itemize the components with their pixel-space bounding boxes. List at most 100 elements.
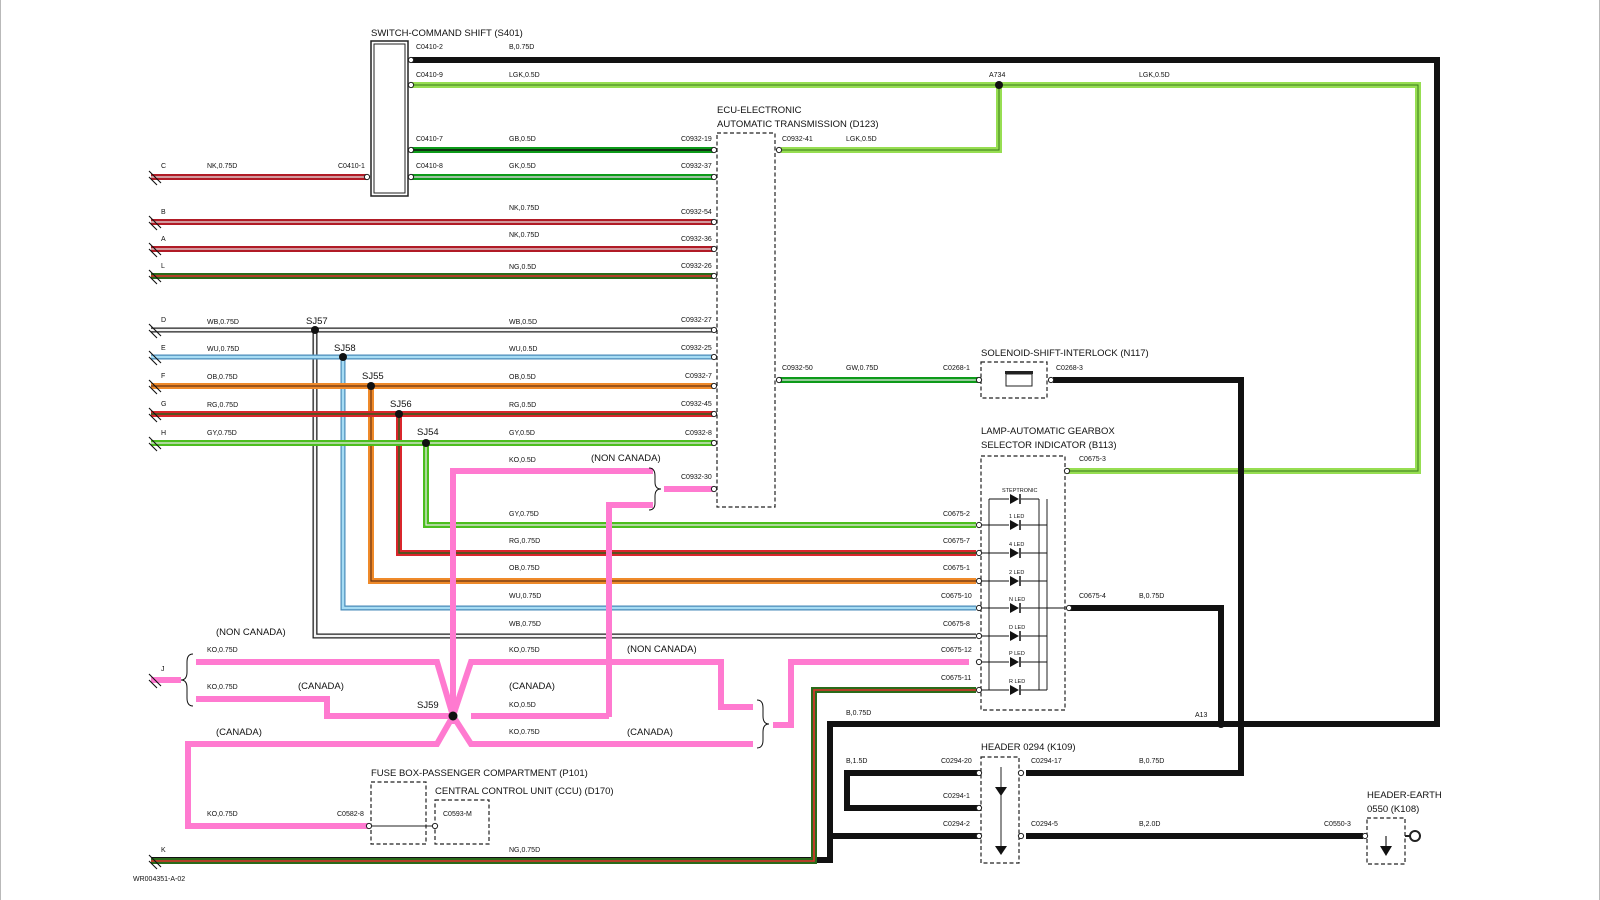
- diagram-label: SJ58: [334, 343, 356, 354]
- wire-b15: [844, 770, 981, 811]
- diagram-label: C0932-27: [681, 317, 712, 324]
- wire-ko-noncanada: [606, 502, 653, 717]
- drawing-id: WR004351-A-02: [133, 876, 185, 883]
- diagram-label: L: [161, 263, 165, 270]
- diagram-label: NK,0.75D: [509, 205, 539, 212]
- diagram-label: GY,0.5D: [509, 430, 535, 437]
- diagram-label: C0410-1: [338, 163, 365, 170]
- diagram-label: C0675-12: [941, 647, 972, 654]
- diagram-label: (CANADA): [298, 681, 344, 692]
- diagram-label: C0410-8: [416, 163, 443, 170]
- diagram-label: G: [161, 401, 166, 408]
- diagram-label: (NON CANADA): [627, 644, 697, 655]
- diagram-label: C: [161, 163, 166, 170]
- diagram-label: C0675-2: [943, 511, 970, 518]
- diagram-label: H: [161, 430, 166, 437]
- diagram-label: C0410-7: [416, 136, 443, 143]
- component-p101: [370, 781, 427, 845]
- diagram-label: WB,0.75D: [509, 621, 541, 628]
- diagram-label: WU,0.75D: [509, 593, 541, 600]
- label-b113-1: LAMP-AUTOMATIC GEARBOX: [981, 426, 1115, 437]
- variant-braces: [180, 467, 770, 749]
- diagram-label: (CANADA): [627, 727, 673, 738]
- diagram-label: 2 LED: [1009, 570, 1024, 576]
- diagram-label: (CANADA): [216, 727, 262, 738]
- connector-pins: [363, 56, 1369, 840]
- diagram-label: LGK,0.5D: [846, 136, 877, 143]
- diagram-label: C0932-54: [681, 209, 712, 216]
- diagram-label: C0675-1: [943, 565, 970, 572]
- diagram-label: B,0.75D: [1139, 593, 1164, 600]
- diagram-label: C0410-2: [416, 44, 443, 51]
- diagram-label: N LED: [1009, 597, 1025, 603]
- diagram-label: C0294-17: [1031, 758, 1062, 765]
- diagram-label: C0932-37: [681, 163, 712, 170]
- wire-ko-ccu: [185, 714, 456, 829]
- diagram-label: (NON CANADA): [216, 627, 286, 638]
- diagram-label: C0268-3: [1056, 365, 1083, 372]
- label-s401: SWITCH-COMMAND SHIFT (S401): [371, 28, 523, 39]
- diagram-label: NK,0.75D: [509, 232, 539, 239]
- label-n117: SOLENOID-SHIFT-INTERLOCK (N117): [981, 348, 1149, 359]
- diagram-label: WU,0.5D: [509, 346, 537, 353]
- component-k108: [1366, 817, 1421, 865]
- diagram-label: B,0.75D: [509, 44, 534, 51]
- diagram-label: C0294-5: [1031, 821, 1058, 828]
- wire-ko-main: [450, 468, 653, 724]
- diagram-label: WU,0.75D: [207, 346, 239, 353]
- diagram-label: C0268-1: [943, 365, 970, 372]
- diagram-label: (NON CANADA): [591, 453, 661, 464]
- diagram-label: RG,0.5D: [509, 402, 536, 409]
- diagram-label: C0932-41: [782, 136, 813, 143]
- diagram-label: C0932-8: [685, 430, 712, 437]
- label-d123-1: ECU-ELECTRONIC: [717, 105, 802, 116]
- diagram-label: A: [161, 236, 166, 243]
- diagram-label: SJ59: [417, 700, 439, 711]
- diagram-label: KO,0.75D: [207, 684, 238, 691]
- diagram-label: WB,0.75D: [207, 319, 239, 326]
- wire-b-n117: [1026, 377, 1244, 776]
- label-b113-2: SELECTOR INDICATOR (B113): [981, 440, 1117, 451]
- component-b113: [980, 455, 1066, 711]
- diagram-label: C0675-10: [941, 593, 972, 600]
- wire-lgk-a734: [781, 85, 1002, 153]
- wire-group: [151, 57, 1440, 864]
- component-d123: [716, 132, 776, 508]
- diagram-label: B,0.75D: [1139, 758, 1164, 765]
- diagram-label: C0675-11: [941, 675, 971, 682]
- diagram-label: KO,0.75D: [509, 647, 540, 654]
- diagram-label: GK,0.5D: [509, 163, 536, 170]
- diagram-label: C0675-7: [943, 538, 970, 545]
- diagram-label: C0932-26: [681, 263, 712, 270]
- diagram-label: KO,0.75D: [207, 811, 238, 818]
- diagram-label: B,2.0D: [1139, 821, 1160, 828]
- diagram-label: OB,0.75D: [207, 374, 238, 381]
- diagram-label: RG,0.75D: [509, 538, 540, 545]
- diagram-label: GY,0.75D: [509, 511, 539, 518]
- diagram-label: J: [161, 666, 165, 673]
- label-k108-1: HEADER-EARTH: [1367, 790, 1442, 801]
- label-k109: HEADER 0294 (K109): [981, 742, 1076, 753]
- component-n117: [980, 361, 1048, 399]
- diagram-label: 4 LED: [1009, 542, 1024, 548]
- diagram-label: C0294-2: [943, 821, 970, 828]
- diagram-label: C0675-4: [1079, 593, 1106, 600]
- diagram-label: C0932-45: [681, 401, 712, 408]
- diagram-label: B,0.75D: [846, 710, 871, 717]
- diagram-label: B,1.5D: [846, 758, 867, 765]
- diagram-label: C0294-20: [941, 758, 972, 765]
- diagram-label: C0932-19: [681, 136, 712, 143]
- diagram-label: B: [161, 209, 166, 216]
- diagram-label: D LED: [1009, 625, 1025, 631]
- diagram-label: STEPTRONIC: [1002, 488, 1037, 494]
- diagram-label: NG,0.75D: [509, 847, 540, 854]
- component-d170: [434, 799, 490, 845]
- diagram-label: SJ55: [362, 371, 384, 382]
- diagram-label: KO,0.5D: [509, 702, 536, 709]
- diagram-label: 1 LED: [1009, 514, 1024, 520]
- diagram-label: GB,0.5D: [509, 136, 536, 143]
- diagram-label: C0550-3: [1324, 821, 1351, 828]
- diagram-label: SJ56: [390, 399, 412, 410]
